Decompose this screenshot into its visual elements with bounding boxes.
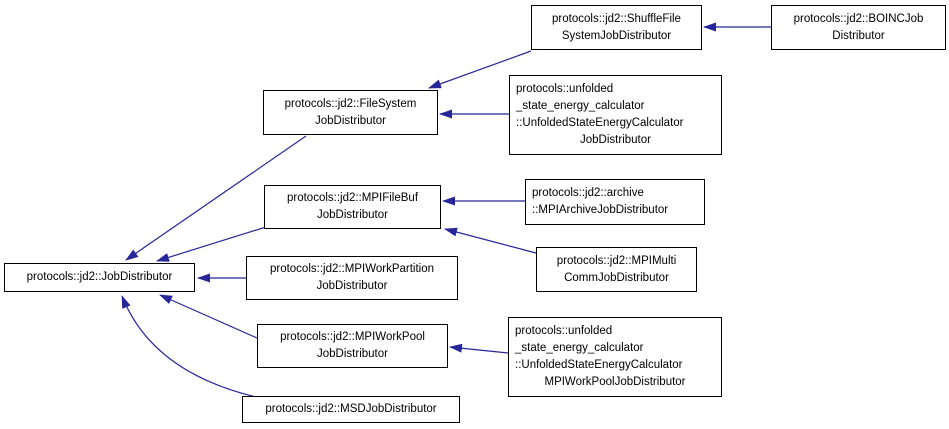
- node-unfolded-jd[interactable]: protocols::unfolded_state_energy_calcula…: [509, 75, 722, 155]
- node-label-line: _state_energy_calculator: [516, 100, 645, 112]
- node-label-line: protocols::jd2::archive: [532, 187, 644, 199]
- node-msd[interactable]: protocols::jd2::MSDJobDistributor: [242, 396, 460, 423]
- node-label-line: JobDistributor: [317, 348, 388, 360]
- node-label-line: MPIWorkPoolJobDistributor: [544, 376, 686, 388]
- inheritance-edge-unfolded-wp-to-mpiworkpool: [449, 343, 509, 354]
- inheritance-edge-mpifilebuf-to-jobdistributor: [156, 226, 267, 262]
- inheritance-edge-filesystem-to-jobdistributor: [125, 135, 307, 261]
- node-label-line: ::MPIArchiveJobDistributor: [532, 204, 669, 216]
- node-label-line: protocols::jd2::MPIWorkPartition: [269, 263, 435, 275]
- node-label-line: protocols::jd2::JobDistributor: [26, 271, 173, 283]
- node-label-line: protocols::jd2::ShuffleFile: [552, 12, 681, 25]
- node-label-line: Distributor: [832, 29, 885, 42]
- node-jobdistributor[interactable]: protocols::jd2::JobDistributor: [4, 263, 195, 292]
- node-label-line: protocols::jd2::MPIWorkPool: [280, 331, 425, 343]
- node-label-line: JobDistributor: [580, 134, 651, 146]
- node-label-line: CommJobDistributor: [564, 271, 669, 284]
- node-mpiarchive[interactable]: protocols::jd2::archive::MPIArchiveJobDi…: [525, 179, 705, 225]
- node-label-line: JobDistributor: [315, 114, 386, 127]
- node-label-line: SystemJobDistributor: [561, 29, 672, 42]
- node-label-line: protocols::unfolded: [516, 83, 614, 95]
- inheritance-edge-msd-to-jobdistributor: [121, 295, 257, 398]
- inheritance-edge-mpimulticomm-to-mpifilebuf: [444, 227, 537, 254]
- node-label-line: ::UnfoldedStateEnergyCalculator: [516, 117, 684, 129]
- node-label-line: protocols::jd2::MPIFileBuf: [286, 192, 419, 204]
- node-label-line: protocols::jd2::MPIMulti: [556, 254, 677, 267]
- node-label-line: protocols::jd2::MSDJobDistributor: [265, 403, 437, 415]
- node-label-line: _state_energy_calculator: [515, 342, 644, 354]
- node-label-line: protocols::jd2::FileSystem: [284, 97, 417, 110]
- node-unfolded-wp[interactable]: protocols::unfolded_state_energy_calcula…: [508, 317, 722, 397]
- node-label-line: ::UnfoldedStateEnergyCalculator: [515, 359, 683, 371]
- node-label-line: JobDistributor: [316, 280, 388, 292]
- node-label-line: protocols::jd2::BOINCJob: [793, 12, 924, 25]
- node-label-line: protocols::unfolded: [515, 325, 613, 337]
- inheritance-edge-shufflefilesystem-to-filesystem: [428, 50, 532, 89]
- inheritance-edge-mpiworkpool-to-jobdistributor: [159, 294, 258, 339]
- node-label-line: JobDistributor: [317, 209, 388, 221]
